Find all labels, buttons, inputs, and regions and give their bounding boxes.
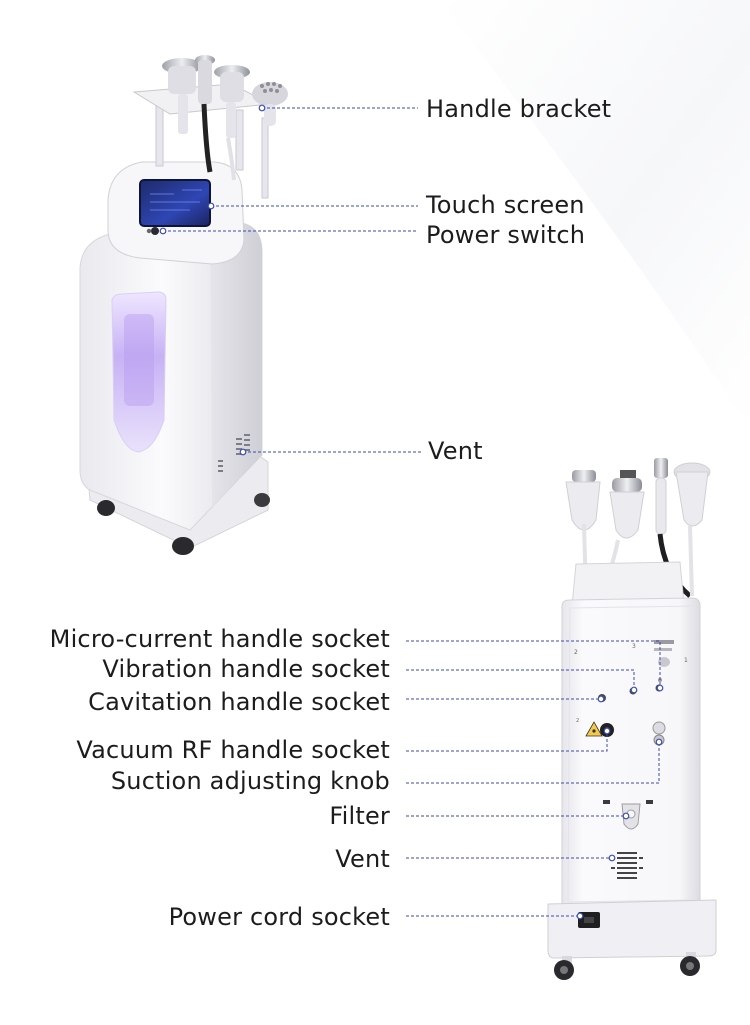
- svg-text:1: 1: [684, 657, 688, 664]
- label-suction-knob: Suction adjusting knob: [110, 767, 390, 795]
- back-body: [561, 597, 701, 905]
- front-light-panel: [111, 291, 167, 453]
- svg-text:3: 3: [632, 643, 636, 650]
- label-vacuum-rf-socket: Vacuum RF handle socket: [76, 736, 390, 764]
- label-power-cord-socket: Power cord socket: [168, 903, 390, 931]
- leader-micro-current: [406, 640, 661, 688]
- label-touch-screen: Touch screen: [426, 191, 585, 219]
- label-power-switch: Power switch: [426, 221, 586, 249]
- label-front-vent: Vent: [428, 437, 483, 465]
- label-handle-bracket: Handle bracket: [426, 95, 612, 123]
- front-vent-slots: [218, 434, 250, 472]
- label-cavitation-socket: Cavitation handle socket: [88, 688, 390, 716]
- label-back-vent: Vent: [335, 845, 390, 873]
- svg-text:2: 2: [576, 718, 579, 724]
- front-power-switch: [151, 227, 159, 235]
- front-handles: [162, 55, 288, 181]
- label-micro-current-socket: Micro-current handle socket: [49, 625, 390, 653]
- label-vibration-socket: Vibration handle socket: [102, 655, 390, 683]
- leader-vibration: [406, 669, 635, 690]
- leader-suction-knob: [406, 742, 660, 784]
- leader-vacuum-rf: [406, 731, 608, 752]
- label-filter: Filter: [329, 802, 390, 830]
- svg-text:2: 2: [574, 649, 578, 656]
